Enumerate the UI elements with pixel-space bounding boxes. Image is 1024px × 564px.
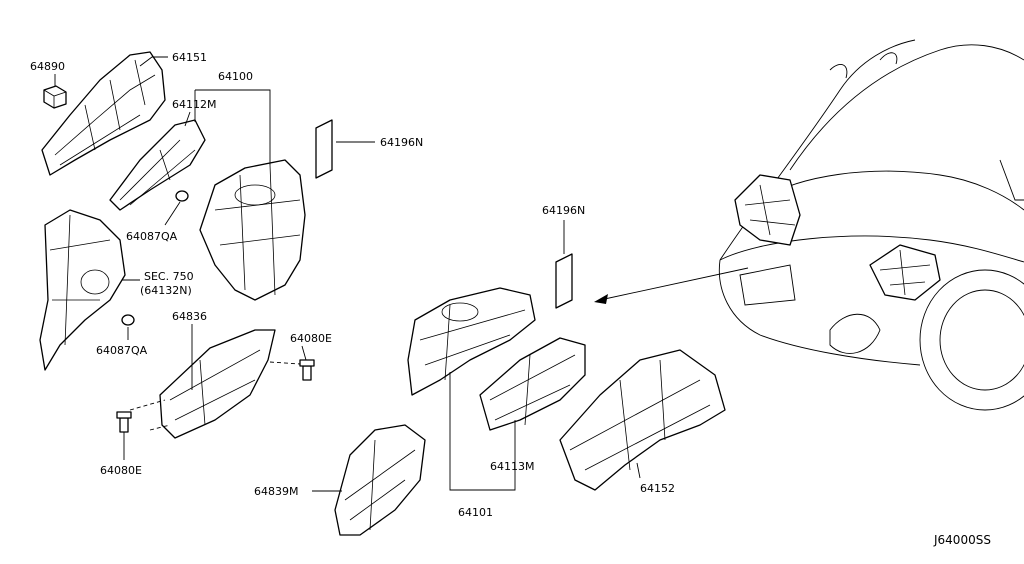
callout-64152: 64152: [640, 482, 675, 495]
callout-64151: 64151: [172, 51, 207, 64]
part-64112M-bracket: [109, 119, 206, 211]
part-64080E-bolt-left: [116, 411, 132, 433]
callout-64087QA-lower: 64087QA: [96, 344, 148, 357]
part-64196N-pad-top: [315, 119, 333, 179]
part-64087QA-cap-lower: [121, 314, 135, 326]
part-64113M-panel: [479, 337, 586, 431]
callout-64112M: 64112M: [172, 98, 216, 111]
part-64196N-pad-mid: [555, 253, 573, 309]
part-64890-clip: [43, 85, 67, 109]
callout-64839M: 64839M: [254, 485, 298, 498]
vehicle-front-illustration: [718, 39, 1024, 411]
callout-64196N-top: 64196N: [380, 136, 423, 149]
callout-64087QA-upper: 64087QA: [126, 230, 178, 243]
part-sec750-apron: [39, 209, 126, 371]
part-64151-hoodledge: [41, 51, 166, 176]
part-64087QA-cap-upper: [175, 190, 189, 202]
part-64100-assembly: [199, 159, 306, 301]
callout-64100: 64100: [218, 70, 253, 83]
callout-64080E-right: 64080E: [290, 332, 332, 345]
callout-sec750-line1: SEC. 750: [144, 270, 194, 283]
callout-64196N-mid: 64196N: [542, 204, 585, 217]
location-arrow: [594, 267, 749, 304]
callout-64836: 64836: [172, 310, 207, 323]
callout-64080E-left: 64080E: [100, 464, 142, 477]
callout-64890: 64890: [30, 60, 65, 73]
part-64101-assembly: [407, 287, 536, 396]
part-64839M-splashguard: [334, 424, 426, 536]
part-64836-splashguard: [129, 329, 276, 439]
part-64152-reinforcement: [559, 349, 726, 491]
callout-64113M: 64113M: [490, 460, 534, 473]
diagram-code: J64000SS: [933, 533, 991, 547]
callout-sec750-line2: (64132N): [140, 284, 192, 297]
part-64080E-bolt-right: [269, 359, 315, 381]
leader-lines: [54, 56, 641, 492]
callout-64101: 64101: [458, 506, 493, 519]
